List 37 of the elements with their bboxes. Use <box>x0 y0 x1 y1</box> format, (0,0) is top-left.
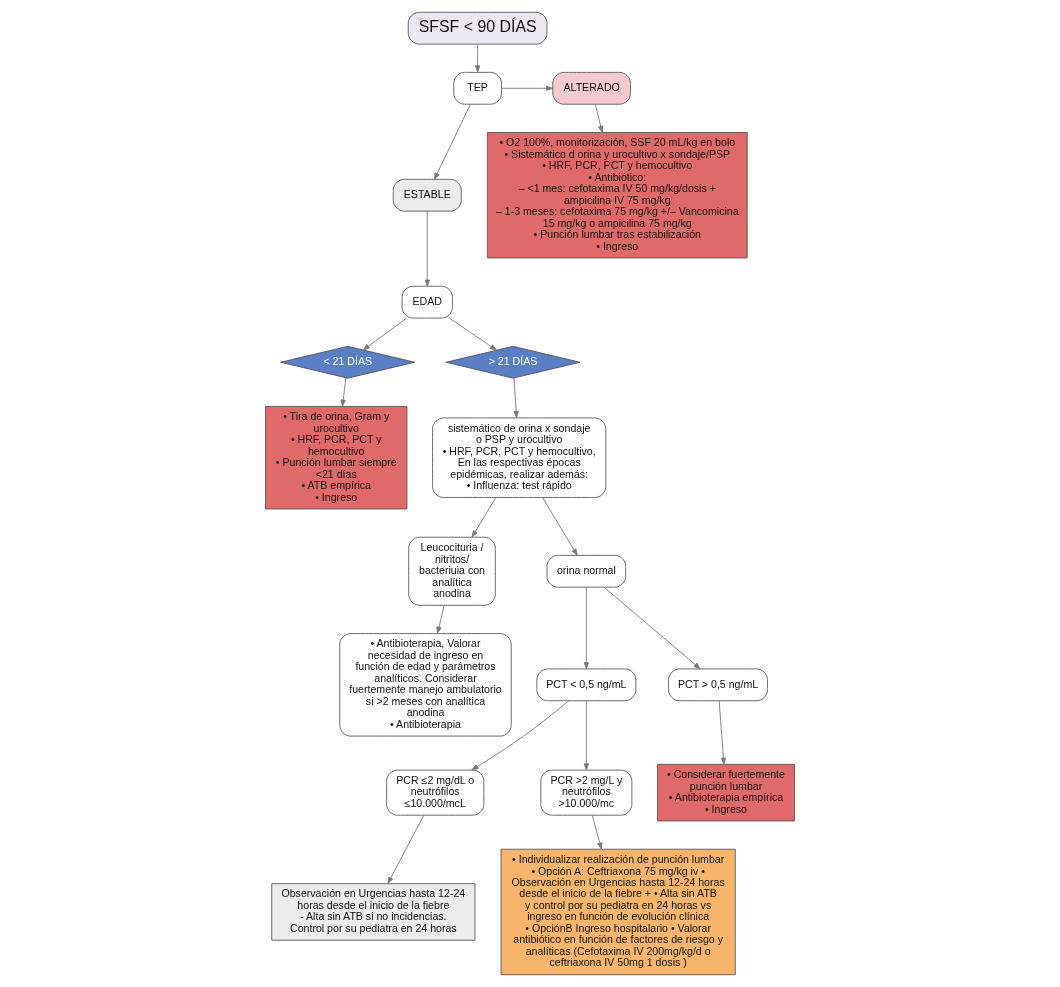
arrow <box>542 497 578 556</box>
arrow <box>718 700 727 765</box>
arrow <box>475 43 481 73</box>
node-box: SFSF < 90 DÍAS <box>407 11 548 45</box>
node-box: PCR >2 mg/L y neutrófilos >10.000/mc <box>540 769 633 816</box>
arrow <box>434 103 471 180</box>
arrow <box>594 103 604 133</box>
arrow <box>387 814 425 884</box>
node-box: • O2 100%, monitorización, SSF 20 mL/kg en bolo • Sistemático d orina y urocultivo x sondaje/PSP • HRF, PCR, PCT y hemocultivo • Antibiótico: – <1 mes: cefotaxima IV 50 mg/kg/dosis + ampicilina IV 75 mg/kg – 1-3 meses: cefotaxima 75 mg/kg +/– Vancomicina 15 mg/kg o ampicilina 75 mg/kg • Punción lumbar tras estabilización • Ingreso <box>486 132 748 259</box>
arrow <box>501 85 554 91</box>
node-box: • Individualizar realización de punción lumbar • Opción A: Ceftriaxona 75 mg/kg iv • Observación en Urgencias hasta 12-24 horas desde el inicio de la fiebre + • Alta sin ATB y control por su pediatra en 24 horas vs ingreso en función de evolución clínica • OpciónB Ingreso hospitalario • Valorar antibiótico en función de factores de riesgo y analíticas (Cefotaxima IV 200mg/kg/d o ceftriaxona IV 50mg 1 dosis ) <box>500 848 736 976</box>
arrow <box>603 586 701 670</box>
arrow <box>583 700 589 771</box>
node-box: PCT > 0,5 ng/mL <box>668 668 768 702</box>
arrow <box>583 586 589 670</box>
arrow <box>471 700 570 771</box>
arrow <box>424 210 430 287</box>
arrow <box>436 604 445 634</box>
node-box: ESTABLE <box>392 178 462 212</box>
node-box: • Considerar fuertemente punción lumbar • Antibioterapia empírica • Ingreso <box>657 763 795 822</box>
arrow <box>513 377 519 418</box>
arrow <box>449 317 497 351</box>
arrow <box>471 497 497 538</box>
node-box: PCR ≤2 mg/dL o neutrófilos ≤10.000/mcL <box>386 769 485 816</box>
node-box: • Tira de orina, Gram y urocultivo • HRF, PCR, PCT y hemocultivo • Punción lumbar siempre <21 días • ATB empírica • Ingreso <box>265 406 408 510</box>
node-box: Observación en Urgencias hasta 12-24 horas desde el inicio de la fiebre - Alta sin ATB si no incidencias. Control por su pediatra en 24 horas <box>271 883 476 941</box>
node-box: PCT < 0,5 ng/mL <box>536 668 637 702</box>
node-box: ALTERADO <box>552 71 631 105</box>
node-box: Leucocituria / nitritos/ bacteriuia con analítica anodina <box>408 536 496 606</box>
node-box: orina normal <box>546 554 627 588</box>
node-box: sistemático de orina x sondaje o PSP y urocultivo • HRF, PCR, PCT y hemocultivo, En las respectivas épocas epidémicas, realizar además: • Influenza: test rápido <box>432 417 607 498</box>
node-box: TEP <box>453 71 502 105</box>
arrow <box>340 377 347 407</box>
arrow <box>362 317 407 351</box>
node-box: • Antibioterapia, Valorar necesidad de ingreso en función de edad y parámetros analíticos. Considerar fuertemente manejo ambulatorio si >2 meses con analítica anodina • Antibioterapia <box>339 633 512 737</box>
arrow <box>591 814 603 850</box>
node-box: EDAD <box>401 285 453 319</box>
